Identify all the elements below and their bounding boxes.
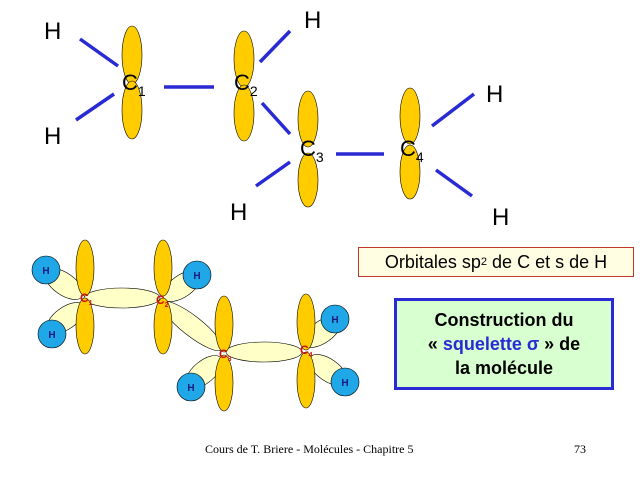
sigma-skeleton-term: squelette σ [442, 334, 540, 354]
c4-orbital-lobe-bottom [399, 144, 421, 200]
svg-text:H: H [341, 378, 348, 389]
h-s-orbital: H [37, 319, 67, 349]
h-label: H [44, 123, 61, 150]
caption-superscript: 2 [480, 256, 488, 268]
svg-text:H: H [187, 383, 194, 394]
bond-h-c1-lower [75, 92, 115, 122]
construction-line-3: la molécule [454, 358, 554, 378]
page-number: 73 [574, 442, 586, 456]
c3-orbital-lobe-bottom [214, 354, 234, 412]
c4-orbital-lobe-top [296, 293, 316, 351]
c3-orbital-lobe-bottom [297, 152, 319, 208]
c3-orbital-lobe-top [297, 90, 319, 148]
bottom-diagram: H H H H H H C1 C2 C3 C4 [31, 239, 360, 412]
c4-orbital-lobe-bottom [296, 351, 316, 409]
svg-text:H: H [48, 330, 55, 341]
svg-text:H: H [331, 315, 338, 326]
c2-orbital-lobe-top [153, 239, 173, 297]
carbon-label-c4: C4 [400, 136, 424, 165]
carbon-label-c1: C1 [122, 70, 146, 99]
c3-orbital-lobe-top [214, 295, 234, 353]
h-s-orbital: H [330, 367, 360, 397]
construction-line-2: « squelette σ » de [427, 334, 581, 354]
h-s-orbital: H [176, 372, 206, 402]
bond-c4-h-upper [430, 92, 476, 128]
h-label: H [44, 18, 61, 45]
bond-c2-c3 [260, 101, 292, 136]
bond-c2-h [258, 29, 292, 64]
svg-text:H: H [42, 266, 49, 277]
h-label: H [304, 7, 321, 34]
h-label: H [230, 199, 247, 226]
caption-prefix: Orbitales sp [384, 251, 481, 272]
h-s-orbital: H [31, 255, 61, 285]
construction-line-1: Construction du [434, 310, 574, 330]
construction-box: Construction du « squelette σ » de la mo… [394, 298, 614, 390]
slide-footer: Cours de T. Briere - Molécules - Chapitr… [0, 442, 640, 458]
carbon-label-c3: C3 [219, 347, 232, 363]
top-diagram: H H H H H H C1 C2 C3 C4 [44, 7, 509, 231]
carbon-label-c4: C4 [300, 343, 313, 359]
c2-orbital-lobe-bottom [233, 84, 255, 142]
c4-orbital-lobe-top [399, 87, 421, 145]
cc-overlap-lobe [225, 341, 303, 363]
footer-text: Cours de T. Briere - Molécules - Chapitr… [205, 442, 414, 456]
bond-h-c1-upper [78, 37, 120, 68]
c1-orbital-lobe-bottom [121, 80, 143, 140]
h-label: H [492, 204, 509, 231]
c1-orbital-lobe-top [75, 239, 95, 297]
bond-c4-h-lower [434, 168, 474, 198]
h-label: H [486, 81, 503, 108]
cc-overlap-lobe [83, 287, 161, 309]
svg-text:H: H [193, 271, 200, 282]
carbon-label-c1: C1 [80, 291, 93, 307]
c1-orbital-lobe-bottom [75, 297, 95, 355]
h-s-orbital: H [182, 260, 212, 290]
carbon-label-c2: C2 [156, 293, 169, 309]
h-s-orbital: H [320, 304, 350, 334]
bond-c3-h [254, 160, 292, 188]
caption-suffix: de C et s de H [487, 251, 608, 272]
c2-orbital-lobe-bottom [153, 297, 173, 355]
carbon-label-c3: C3 [300, 136, 324, 165]
carbon-label-c2: C2 [234, 70, 258, 99]
